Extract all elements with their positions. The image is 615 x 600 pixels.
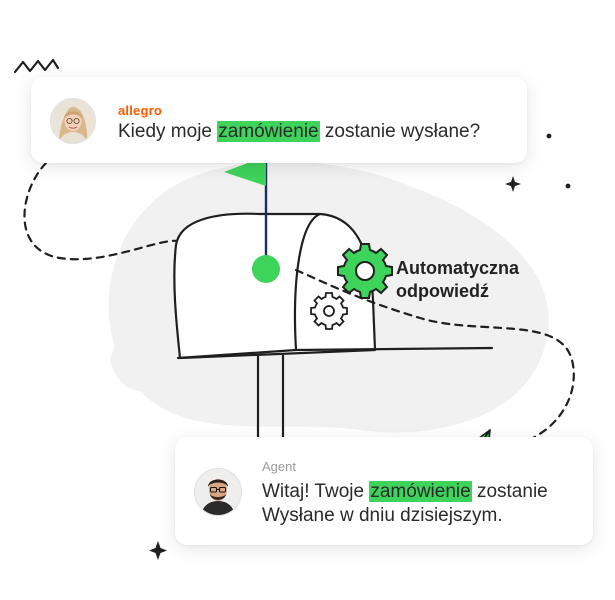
automation-label-line1: Automatyczna <box>396 258 520 278</box>
automation-label-line2: odpowiedź <box>396 281 489 301</box>
agent-avatar <box>194 468 242 516</box>
mailbox-door <box>293 212 321 351</box>
sender-brand-label: allegro <box>118 103 163 118</box>
agent-message-text: Witaj! Twoje zamówienie zostanie Wysłane… <box>262 480 548 528</box>
sparkle-icon <box>149 541 167 560</box>
gear-icon <box>337 243 393 299</box>
highlighted-keyword: zamówienie <box>369 481 472 502</box>
customer-avatar <box>50 98 96 144</box>
sparkle-icon <box>505 176 521 192</box>
agent-message-line1: Witaj! Twoje zamówienie zostanie <box>262 480 548 504</box>
dot-decoration <box>565 183 571 189</box>
message-text-part: zostanie wysłane? <box>319 121 481 142</box>
dot-decoration <box>546 133 552 139</box>
dashed-route <box>23 161 185 261</box>
message-text-part: Kiedy moje <box>118 121 218 142</box>
sender-agent-label: Agent <box>262 459 296 474</box>
message-text-part: Witaj! Twoje <box>262 481 370 502</box>
highlighted-keyword: zamówienie <box>217 121 320 142</box>
mailbox-post <box>256 355 285 440</box>
automation-label: Automatyczna odpowiedź <box>396 257 519 303</box>
flag-icon <box>224 156 266 186</box>
dashed-route <box>294 268 575 450</box>
customer-message-text: Kiedy moje zamówienie zostanie wysłane? <box>118 120 480 144</box>
agent-message-line2: Wysłane w dniu dzisiejszym. <box>262 505 503 526</box>
customer-message-card: allegro Kiedy moje zamówienie zostanie w… <box>31 77 527 163</box>
message-text-part: zostanie <box>471 481 548 502</box>
agent-message-card: Agent Witaj! Twoje zamówienie zostanie W… <box>175 437 593 545</box>
flag-knob <box>252 255 280 283</box>
zigzag-icon <box>13 58 60 74</box>
gear-icon <box>310 292 348 330</box>
